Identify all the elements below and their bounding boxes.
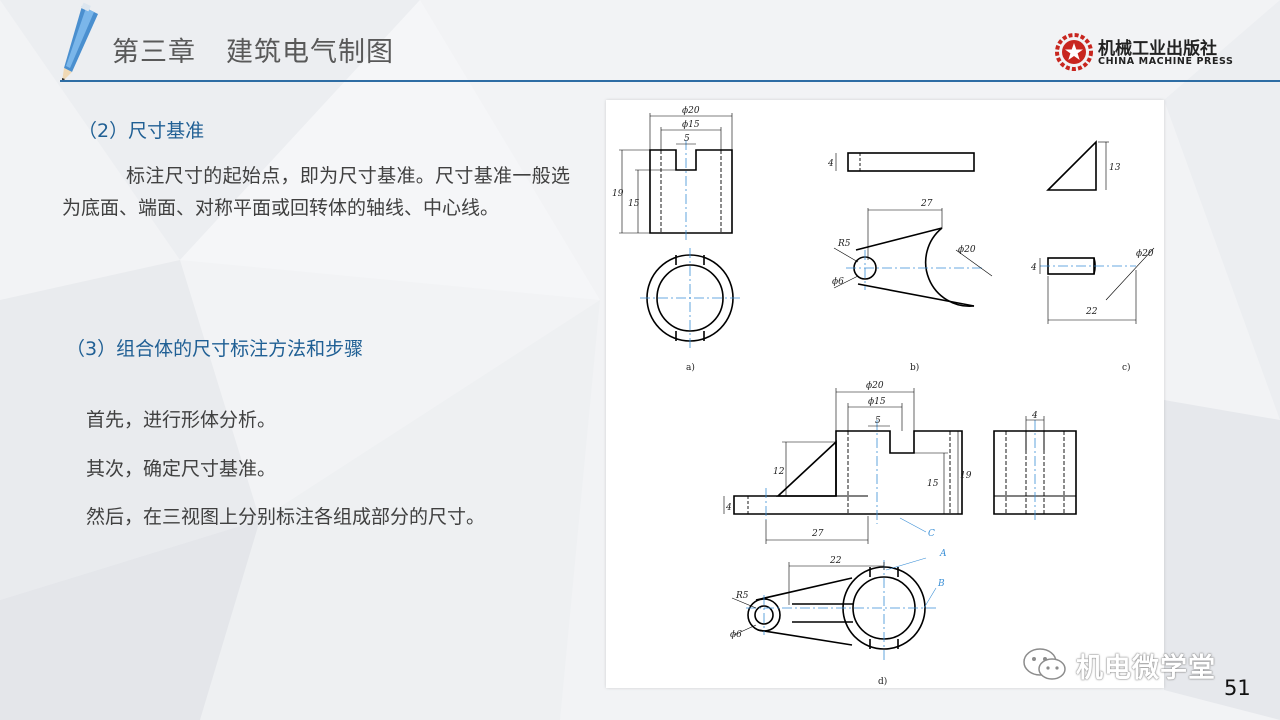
label-c-datum: C [928,529,935,539]
label-a-datum: A [939,549,947,559]
dim-d-r5: R5 [735,591,749,601]
dim-c-4: 4 [1030,263,1037,273]
dim-a-19: 19 [612,189,624,199]
dim-c-phi20: ϕ20 [1136,249,1154,259]
dim-a-15: 15 [628,199,640,209]
section3-heading: （3）组合体的尺寸标注方法和步骤 [66,338,364,360]
publisher-name-cn: 机械工业出版社 [1098,39,1217,59]
drawing-canvas: ϕ20 ϕ15 5 19 15 4 27 R5 ϕ6 ϕ20 13 4 ϕ20 … [612,106,1155,687]
dim-b-r5: R5 [837,239,851,249]
dim-d-19: 19 [960,471,972,481]
step-1: 首先，进行形体分析。 [86,409,277,431]
dim-b-27: 27 [920,199,933,209]
pencil-icon [62,2,98,82]
publisher-name-en: CHINA MACHINE PRESS [1098,56,1234,67]
dim-d-phi6: ϕ6 [730,630,742,640]
chapter-topic: 建筑电气制图 [226,37,394,68]
dim-a-phi15: ϕ15 [682,120,700,130]
step-2: 其次，确定尺寸基准。 [86,458,277,480]
dim-b-4: 4 [827,159,834,169]
dim-a-5: 5 [684,134,690,144]
watermark-text: 机电微学堂 [1076,653,1216,684]
dim-d-phi15: ϕ15 [868,397,886,407]
label-b-datum: B [937,579,945,589]
chapter-label: 第三章 [112,37,196,68]
page-title: 第三章建筑电气制图 [112,30,394,69]
section2-heading: （2）尺寸基准 [78,120,205,142]
section2-paragraph: 标注尺寸的起始点，即为尺寸基准。尺寸基准一般选为底面、端面、对称平面或回转体的轴… [62,165,570,219]
dim-b-phi20: ϕ20 [958,245,976,255]
caption-b: b) [910,362,919,373]
technical-drawing-figure: ϕ20 ϕ15 5 19 15 4 27 R5 ϕ6 ϕ20 13 4 ϕ20 … [606,100,1164,688]
dim-d-phi20: ϕ20 [866,381,884,391]
caption-a: a) [686,362,695,373]
caption-d: d) [878,676,887,687]
header-divider [60,80,1280,82]
dim-d-4: 4 [725,503,732,513]
dim-d-22: 22 [829,556,842,566]
step-3: 然后，在三视图上分别标注各组成部分的尺寸。 [86,506,486,528]
dim-d-27: 27 [811,529,824,539]
dim-d-15: 15 [927,479,939,489]
dim-a-phi20: ϕ20 [682,106,700,116]
dim-d-12: 12 [773,467,785,477]
wechat-watermark: 机电微学堂 [1020,644,1240,684]
page-number: 51 [1224,676,1251,700]
dim-b-phi6: ϕ6 [832,277,844,287]
wechat-icon [1023,648,1066,680]
dim-d-5: 5 [875,416,881,426]
dim-c-22: 22 [1085,307,1098,317]
caption-c: c) [1122,362,1131,373]
dim-d-side-4: 4 [1031,411,1038,421]
publisher-logo: 机械工业出版社 CHINA MACHINE PRESS [1054,32,1234,72]
dim-c-13: 13 [1109,163,1121,173]
gear-star-icon [1055,33,1093,71]
